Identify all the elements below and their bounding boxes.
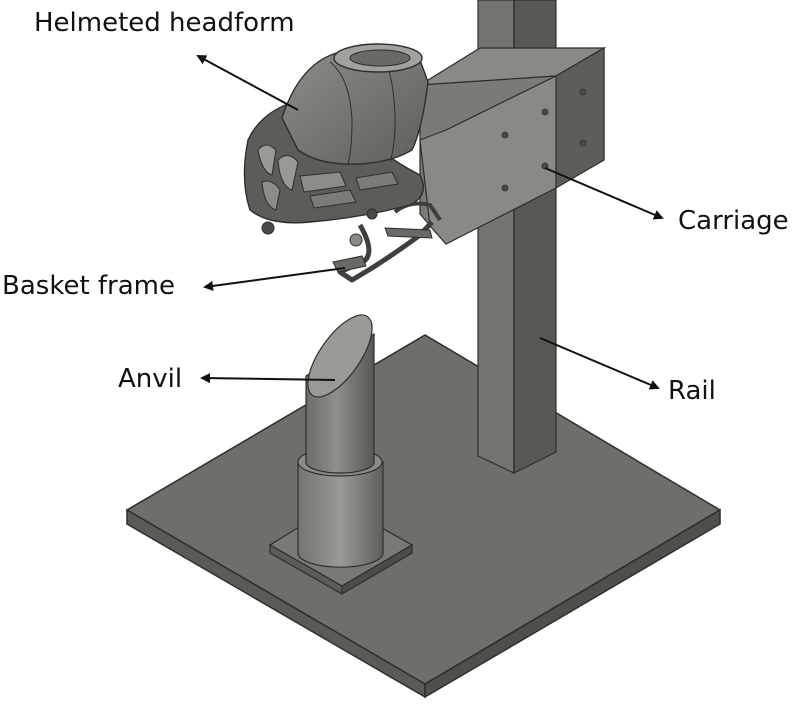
basket-frame — [332, 201, 442, 283]
arrow-headform — [196, 55, 299, 111]
arrow-rail — [539, 337, 660, 390]
label-carriage: Carriage — [678, 206, 789, 236]
carriage — [419, 46, 607, 245]
label-anvil: Anvil — [118, 364, 183, 394]
label-helmeted-headform: Helmeted headform — [34, 8, 295, 38]
arrow-anvil — [200, 373, 336, 384]
arrow-carriage — [544, 167, 664, 220]
helmeted-headform — [243, 43, 429, 235]
arrow-basket-frame — [203, 267, 346, 291]
leader-arrows — [196, 55, 664, 390]
base-plate — [125, 334, 722, 699]
label-basket-frame: Basket frame — [2, 271, 175, 301]
label-rail: Rail — [668, 376, 716, 406]
anvil — [268, 314, 414, 596]
